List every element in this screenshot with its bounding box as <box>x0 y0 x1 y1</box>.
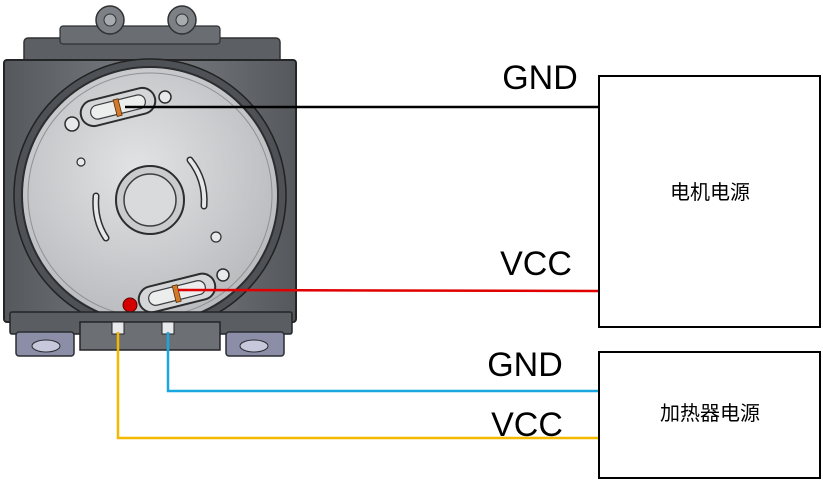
lower-terminal <box>137 272 217 314</box>
motor-supply-label: 电机电源 <box>670 180 750 204</box>
motor-gnd-label: GND <box>502 59 578 97</box>
heater-vcc-wire <box>116 332 598 440</box>
upper-terminal <box>79 86 157 128</box>
device-face <box>13 58 287 332</box>
device-drawing <box>3 5 297 357</box>
device-base <box>9 311 293 357</box>
motor-vcc-wire <box>177 288 599 293</box>
motor-supply-box <box>598 75 821 328</box>
device-top-cap <box>23 5 281 67</box>
heater-vcc-label: VCC <box>491 406 563 444</box>
heater-supply-label: 加热器电源 <box>660 401 760 425</box>
heater-gnd-wire <box>166 332 598 393</box>
motor-vcc-label: VCC <box>500 245 572 283</box>
heater-supply-box <box>598 351 821 479</box>
indicator-dot <box>122 297 138 313</box>
heater-gnd-label: GND <box>487 346 563 384</box>
